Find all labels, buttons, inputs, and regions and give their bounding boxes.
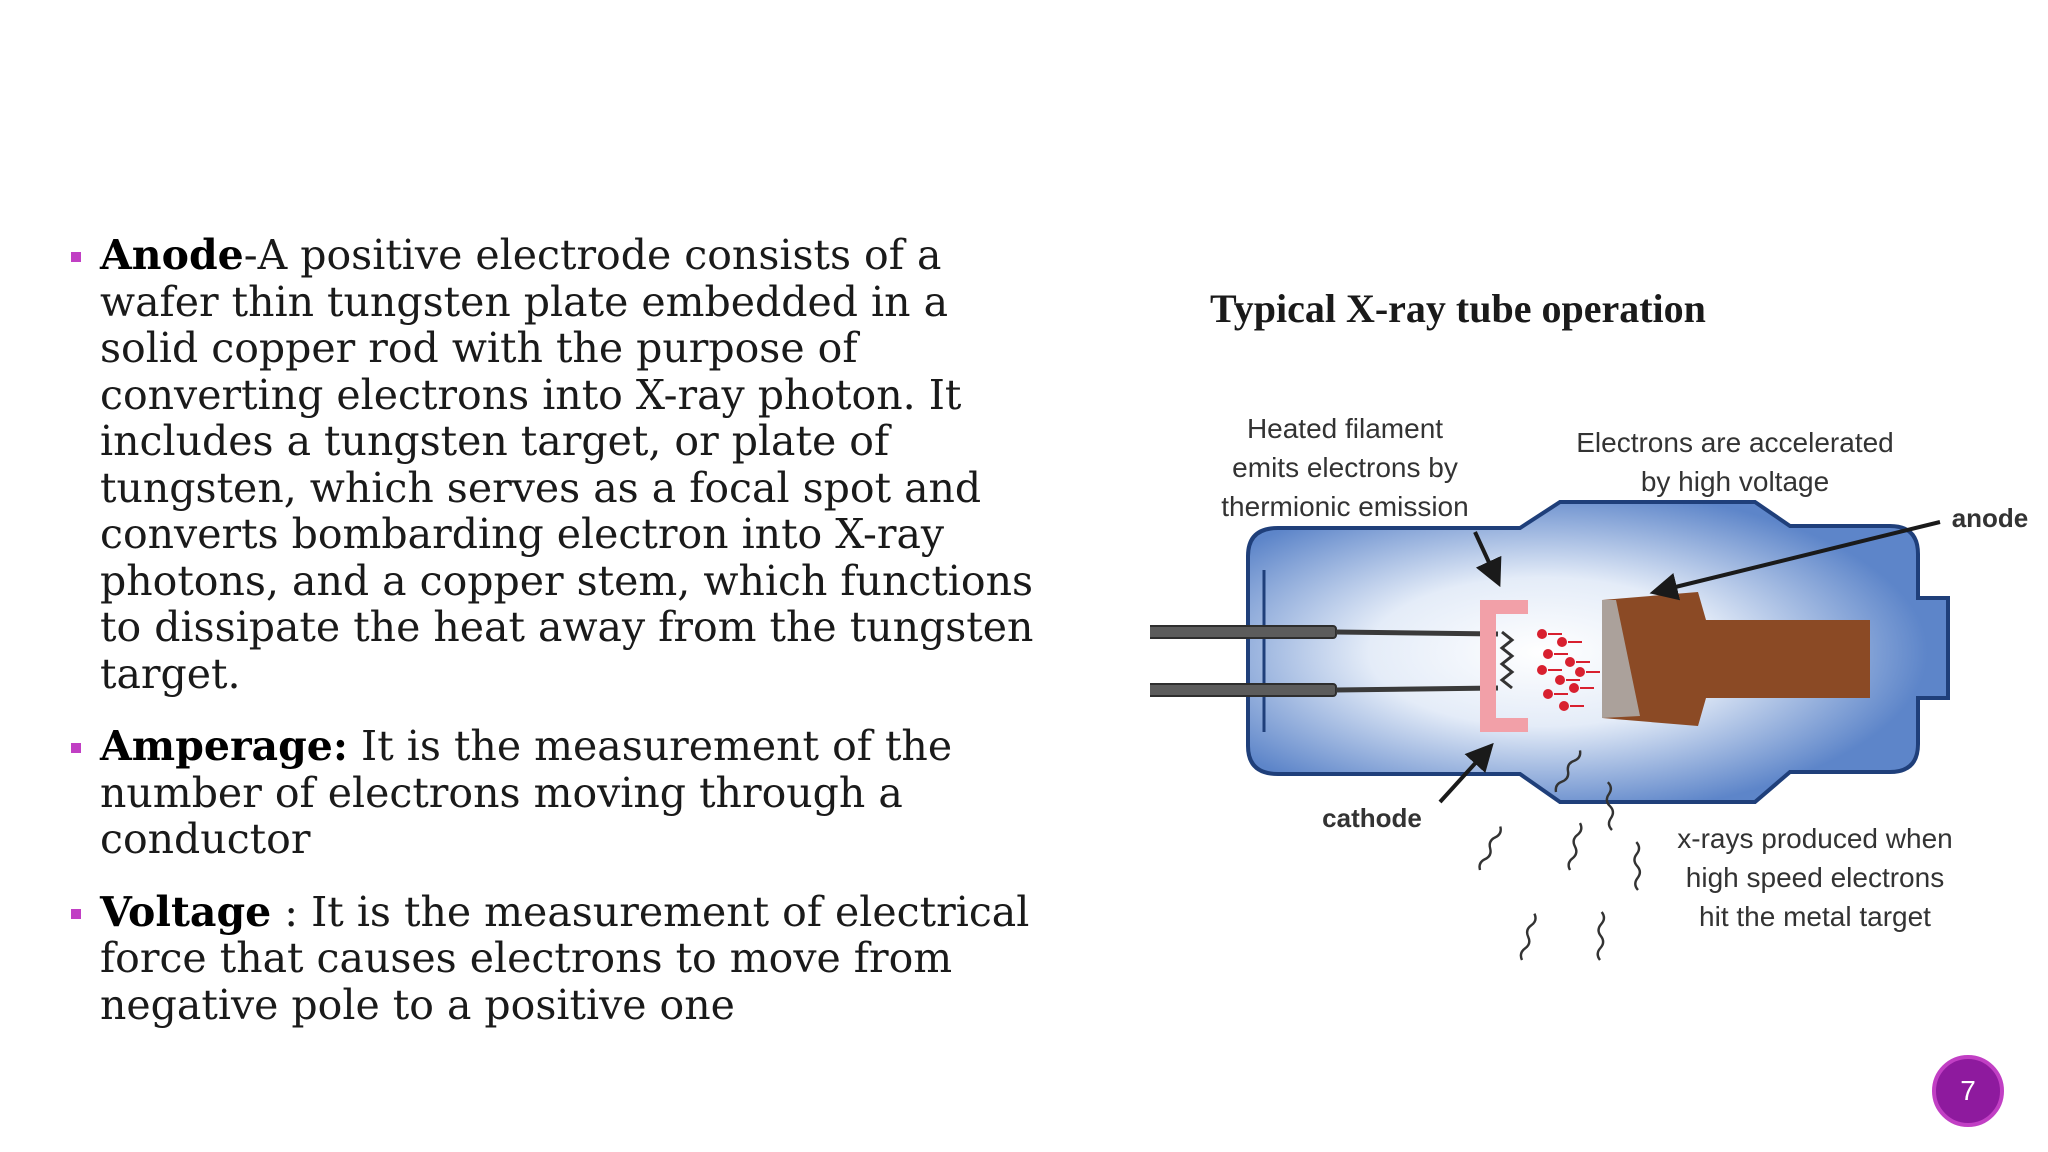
electron-dot bbox=[1543, 649, 1553, 659]
label-xrays-2: high speed electrons bbox=[1686, 862, 1944, 893]
bullet-text: -A positive electrode consists of a wafe… bbox=[100, 231, 1034, 698]
electron-dot bbox=[1559, 701, 1569, 711]
page-number: 7 bbox=[1960, 1075, 1976, 1106]
label-cathode: cathode bbox=[1322, 803, 1422, 833]
anode-copper bbox=[1602, 592, 1870, 726]
electron-dot bbox=[1555, 675, 1565, 685]
label-filament-3: thermionic emission bbox=[1221, 491, 1468, 522]
xray-waves bbox=[1478, 750, 1642, 961]
bullet-marker-icon bbox=[71, 908, 81, 919]
bullet-anode: Anode-A positive electrode consists of a… bbox=[68, 232, 1048, 697]
xray-tube-diagram: Typical X-ray tube operation bbox=[1150, 270, 2048, 990]
page-number-badge: 7 bbox=[1932, 1055, 2004, 1127]
bullet-marker-icon bbox=[71, 743, 81, 753]
electron-dot bbox=[1565, 657, 1575, 667]
label-xrays-3: hit the metal target bbox=[1699, 901, 1931, 932]
filament-coil bbox=[1499, 630, 1515, 690]
label-filament-2: emits electrons by bbox=[1232, 452, 1458, 483]
label-xrays-1: x-rays produced when bbox=[1677, 823, 1952, 854]
bullet-marker-icon bbox=[71, 252, 81, 262]
electron-dot bbox=[1537, 665, 1547, 675]
tube-envelope bbox=[1246, 500, 1950, 804]
bullet-term: Anode bbox=[100, 231, 244, 279]
electron-dot bbox=[1569, 683, 1579, 693]
label-accelerated-2: by high voltage bbox=[1641, 466, 1829, 497]
electron-dot bbox=[1575, 667, 1585, 677]
bullet-voltage: Voltage : It is the measurement of elect… bbox=[68, 887, 1048, 1029]
electron-dot bbox=[1537, 629, 1547, 639]
pointer-arrows bbox=[1438, 520, 1941, 804]
bullet-term: Amperage: bbox=[100, 722, 349, 770]
electron-stream bbox=[1537, 629, 1600, 711]
bullet-list: Anode-A positive electrode consists of a… bbox=[68, 232, 1048, 1054]
electron-dot bbox=[1557, 637, 1567, 647]
electron-dot bbox=[1543, 689, 1553, 699]
label-filament-1: Heated filament bbox=[1247, 413, 1443, 444]
diagram-title: Typical X-ray tube operation bbox=[1210, 286, 1706, 331]
bullet-text: It is the measurement of the number of e… bbox=[100, 722, 953, 863]
bullet-amperage: Amperage: It is the measurement of the n… bbox=[68, 723, 1048, 863]
label-anode: anode bbox=[1952, 503, 2029, 533]
cathode-cup bbox=[1480, 600, 1528, 732]
bullet-term: Voltage bbox=[100, 887, 272, 936]
cathode-leads bbox=[1150, 625, 1499, 697]
tungsten-target bbox=[1602, 600, 1640, 718]
bullet-text: : It is the measurement of electrical fo… bbox=[100, 887, 1030, 1029]
label-accelerated-1: Electrons are accelerated bbox=[1576, 427, 1894, 458]
